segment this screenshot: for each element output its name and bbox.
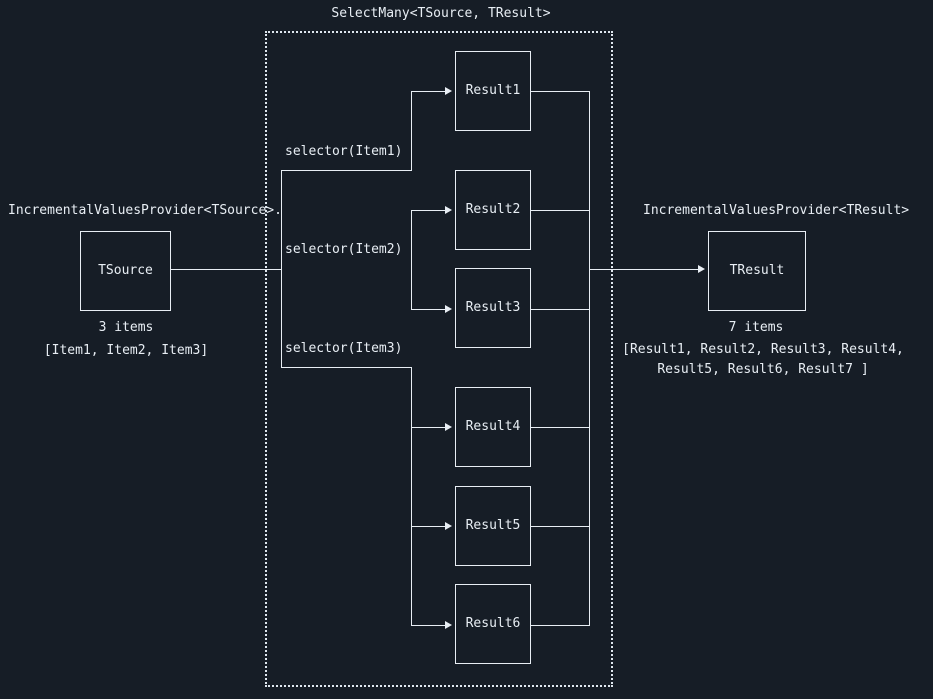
result5-node[interactable]: Result5 (455, 486, 531, 566)
source-provider-label: IncrementalValuesProvider<TSource>. (8, 203, 282, 218)
result1-to-collector-line (531, 91, 590, 92)
selector1-bracket-top (281, 170, 411, 171)
selectmany-group-boundary (265, 31, 613, 687)
result2-to-collector-line (531, 210, 590, 211)
selector3-bracket-bottom (281, 367, 411, 368)
tresult-node[interactable]: TResult (708, 231, 806, 311)
result4-to-collector-line (531, 427, 590, 428)
result6-node-label: Result6 (465, 616, 521, 631)
result3-to-collector-line (531, 309, 590, 310)
result6-node[interactable]: Result6 (455, 584, 531, 664)
arrow-line-result2 (411, 210, 446, 211)
result3-node-label: Result3 (465, 300, 521, 315)
target-items-label-line2: Result5, Result6, Result7 ] (657, 362, 869, 377)
source-items-label: [Item1, Item2, Item3] (43, 343, 209, 358)
arrow-head-result6 (445, 621, 452, 629)
selector-item1-label: selector(Item1) (285, 144, 403, 159)
arrow-line-result5 (411, 526, 446, 527)
result4-node[interactable]: Result4 (455, 387, 531, 467)
selector1-to-result1-vline (411, 91, 412, 171)
arrow-line-result3 (411, 309, 446, 310)
arrow-line-result4 (411, 427, 446, 428)
arrow-head-result3 (445, 305, 452, 313)
result4-node-label: Result4 (465, 419, 521, 434)
selector-group-spine (281, 170, 282, 368)
target-count-label: 7 items (728, 320, 784, 335)
selector-item3-label: selector(Item3) (285, 341, 403, 356)
selector2-spine-vline (411, 210, 412, 310)
arrow-line-result1 (411, 91, 446, 92)
tsource-node[interactable]: TSource (80, 231, 171, 311)
result2-node[interactable]: Result2 (455, 170, 531, 250)
result3-node[interactable]: Result3 (455, 268, 531, 348)
arrow-head-result2 (445, 206, 452, 214)
arrow-head-result5 (445, 522, 452, 530)
selector3-spine-vline (411, 367, 412, 626)
target-items-label-line1: [Result1, Result2, Result3, Result4, (622, 342, 904, 357)
arrow-head-result1 (445, 87, 452, 95)
result5-to-collector-line (531, 526, 590, 527)
result2-node-label: Result2 (465, 202, 521, 217)
selector-item2-label: selector(Item2) (285, 242, 403, 257)
diagram-title: SelectMany<TSource, TResult> (331, 6, 551, 21)
result6-to-collector-line (531, 625, 590, 626)
source-count-label: 3 items (98, 320, 154, 335)
result1-node-label: Result1 (465, 83, 521, 98)
arrow-line-result6 (411, 625, 446, 626)
source-to-fanout-line (171, 269, 282, 270)
results-collector-spine (589, 91, 590, 626)
arrow-head-result4 (445, 423, 452, 431)
collector-to-tresult-line (589, 269, 699, 270)
target-provider-label: IncrementalValuesProvider<TResult> (643, 203, 910, 218)
result5-node-label: Result5 (465, 518, 521, 533)
tsource-node-label: TSource (98, 263, 153, 278)
tresult-node-label: TResult (729, 263, 785, 278)
arrow-head-tresult (698, 265, 705, 273)
result1-node[interactable]: Result1 (455, 51, 531, 131)
